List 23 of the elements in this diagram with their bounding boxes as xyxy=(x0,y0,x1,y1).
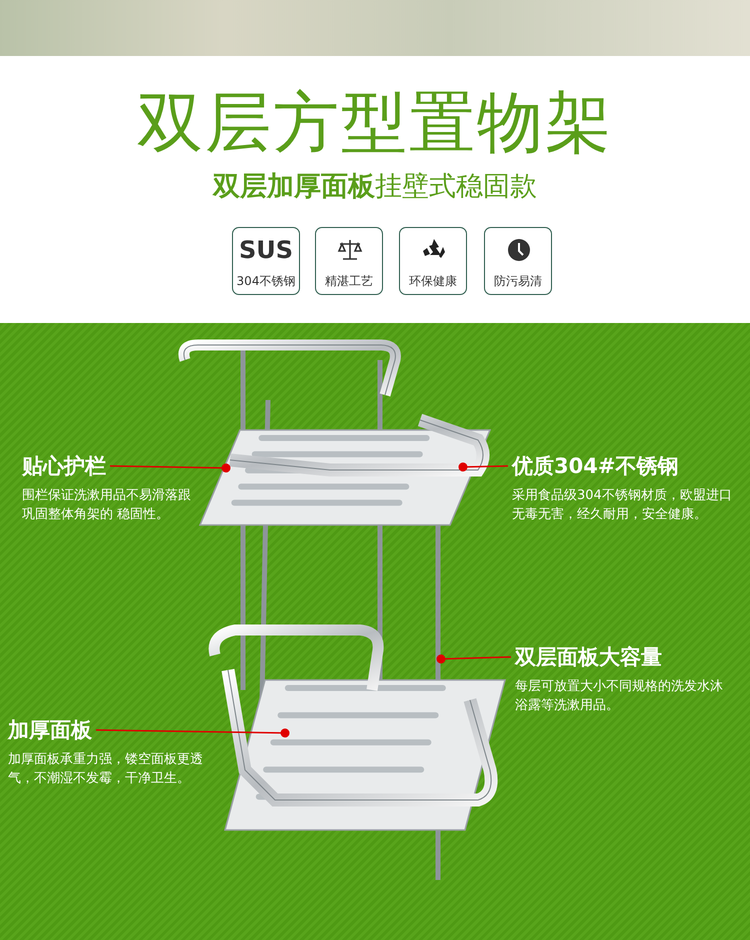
badge-caption: 精湛工艺 xyxy=(324,273,374,290)
callout-description: 加厚面板承重力强，镂空面板更透气，不潮湿不发霉，干净卫生。 xyxy=(8,751,204,788)
feature-badge xyxy=(315,227,383,295)
feature-badge xyxy=(232,227,300,295)
leader-line xyxy=(436,654,512,664)
title: 双层方型置物架 xyxy=(136,83,614,163)
callout-description: 采用食品级304不锈钢材质，欧盟进口无毒无害，经久耐用，安全健康。 xyxy=(512,487,733,524)
feature-badge xyxy=(399,227,467,295)
callout-heading: 贴心护栏 xyxy=(22,453,106,480)
badge-caption: 防污易清 xyxy=(493,273,543,290)
subtitle: 双层加厚面板挂壁式稳固款 xyxy=(211,170,538,204)
leader-line xyxy=(96,728,290,738)
leader-line xyxy=(110,464,230,472)
leader-line xyxy=(458,462,508,472)
badge-caption: 环保健康 xyxy=(408,273,458,290)
feature-badge xyxy=(484,227,552,295)
badge-caption: 304不锈钢 xyxy=(236,273,296,290)
callout-heading: 加厚面板 xyxy=(8,717,92,744)
callout-description: 围栏保证洗漱用品不易滑落跟巩固整体角架的 稳固性。 xyxy=(22,487,192,524)
callout-heading: 双层面板大容量 xyxy=(515,644,662,671)
callout-description: 每层可放置大小不同规格的洗发水沐浴露等洗漱用品。 xyxy=(515,678,724,715)
badge-heading: SUS xyxy=(238,236,294,264)
callout-heading: 优质304#不锈钢 xyxy=(512,453,678,480)
